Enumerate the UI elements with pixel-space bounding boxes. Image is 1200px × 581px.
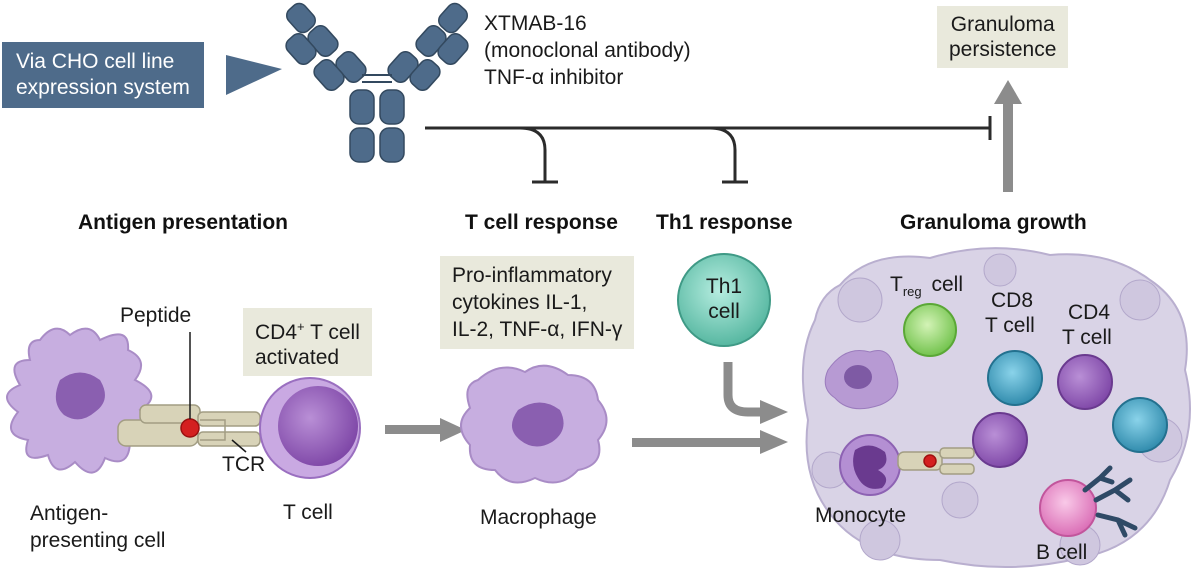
cytokines-line-1: Pro-inflammatory bbox=[452, 264, 612, 287]
treg-label: Treg cell bbox=[890, 272, 963, 304]
arrow-macrophage-to-granuloma-icon bbox=[632, 430, 788, 454]
t-cell-label: T cell bbox=[283, 501, 333, 524]
antigen-presenting-cell-icon bbox=[6, 327, 153, 474]
cd8-cell-icon-2 bbox=[1112, 397, 1168, 453]
cd8-cell-icon bbox=[987, 350, 1043, 406]
cd4-suffix: T cell bbox=[304, 321, 360, 344]
mhc-tcr-complex-icon bbox=[117, 404, 261, 447]
macrophage-label: Macrophage bbox=[480, 506, 597, 529]
cd4-cell-icon bbox=[1057, 354, 1113, 410]
th1-cell-label: Th1 cell bbox=[704, 274, 744, 324]
b-cell-label: B cell bbox=[1036, 541, 1088, 564]
granuloma-persistence-box: Granuloma persistence bbox=[937, 6, 1069, 68]
th1-cell-icon bbox=[677, 253, 771, 347]
expression-system-callout: Via CHO cell line expression system bbox=[2, 42, 204, 108]
arrow-to-macrophage-icon bbox=[385, 418, 466, 442]
arrow-th1-to-granuloma-icon bbox=[723, 362, 788, 424]
cytokines-box: Pro-inflammatory cytokines IL-1, IL-2, T… bbox=[440, 256, 635, 349]
cd8-label-line-2: T cell bbox=[985, 314, 1035, 337]
b-cell-antibody-icon bbox=[1082, 465, 1138, 538]
th1-label-line-1: Th1 bbox=[705, 275, 743, 298]
inhibition-lines bbox=[425, 116, 992, 184]
tcr-pointer bbox=[231, 439, 247, 453]
treg-main: T bbox=[890, 273, 903, 296]
cd4-prefix: CD4 bbox=[255, 321, 298, 344]
drug-type: (monoclonal antibody) bbox=[484, 39, 691, 62]
cd4-activated-line-1: CD4+ T cell bbox=[255, 314, 360, 345]
t-cell-nucleus bbox=[278, 386, 358, 466]
heading-granuloma-growth: Granuloma growth bbox=[900, 211, 1087, 234]
drug-label: XTMAB-16 (monoclonal antibody) TNF-α inh… bbox=[484, 10, 691, 91]
th1-label-line-2: cell bbox=[708, 300, 740, 323]
cd4-activated-line-2: activated bbox=[255, 346, 340, 369]
callout-pointer-icon bbox=[226, 55, 282, 95]
cd8-label: CD8 T cell bbox=[985, 288, 1035, 338]
cd4-sup: + bbox=[297, 319, 305, 334]
heading-th1-response: Th1 response bbox=[656, 211, 793, 234]
peptide-label: Peptide bbox=[120, 304, 192, 327]
heading-t-cell-response: T cell response bbox=[465, 211, 618, 234]
cytokines-line-3: IL-2, TNF-α, IFN-γ bbox=[452, 318, 623, 341]
drug-name: XTMAB-16 bbox=[484, 12, 587, 35]
monocyte-icon bbox=[839, 434, 901, 496]
peptide-icon bbox=[180, 418, 200, 438]
granuloma-t-cell-icon bbox=[972, 412, 1028, 468]
cd4-label-line-1: CD4 bbox=[1068, 301, 1111, 324]
cd4-label: CD4 T cell bbox=[1062, 300, 1112, 350]
cd4-activated-box: CD4+ T cell activated bbox=[243, 308, 372, 376]
persistence-line-1: Granuloma bbox=[950, 13, 1055, 36]
cd4-label-line-2: T cell bbox=[1062, 326, 1112, 349]
persistence-line-2: persistence bbox=[949, 38, 1057, 61]
tcr-label: TCR bbox=[222, 453, 266, 476]
apc-label: Antigen- presenting cell bbox=[30, 500, 165, 554]
cd8-label-line-1: CD8 bbox=[991, 289, 1034, 312]
monocyte-label: Monocyte bbox=[815, 504, 907, 527]
treg-sub: reg bbox=[902, 284, 922, 300]
callout-line-2: expression system bbox=[16, 76, 190, 99]
apc-label-line-1: Antigen- bbox=[30, 502, 109, 525]
macrophage-icon bbox=[460, 364, 608, 484]
granuloma-tcr-complex-icon bbox=[897, 447, 975, 475]
antibody-icon bbox=[285, 2, 469, 163]
persistence-arrow-icon bbox=[994, 80, 1022, 192]
drug-class: TNF-α inhibitor bbox=[484, 66, 624, 89]
apc-label-line-2: presenting cell bbox=[30, 529, 166, 552]
treg-cell-icon bbox=[903, 303, 957, 357]
treg-cell-word: cell bbox=[931, 273, 963, 296]
b-cell-icon bbox=[1039, 479, 1097, 537]
heading-antigen-presentation: Antigen presentation bbox=[78, 211, 289, 234]
cytokines-line-2: cytokines IL-1, bbox=[452, 291, 588, 314]
callout-line-1: Via CHO cell line bbox=[16, 50, 175, 73]
